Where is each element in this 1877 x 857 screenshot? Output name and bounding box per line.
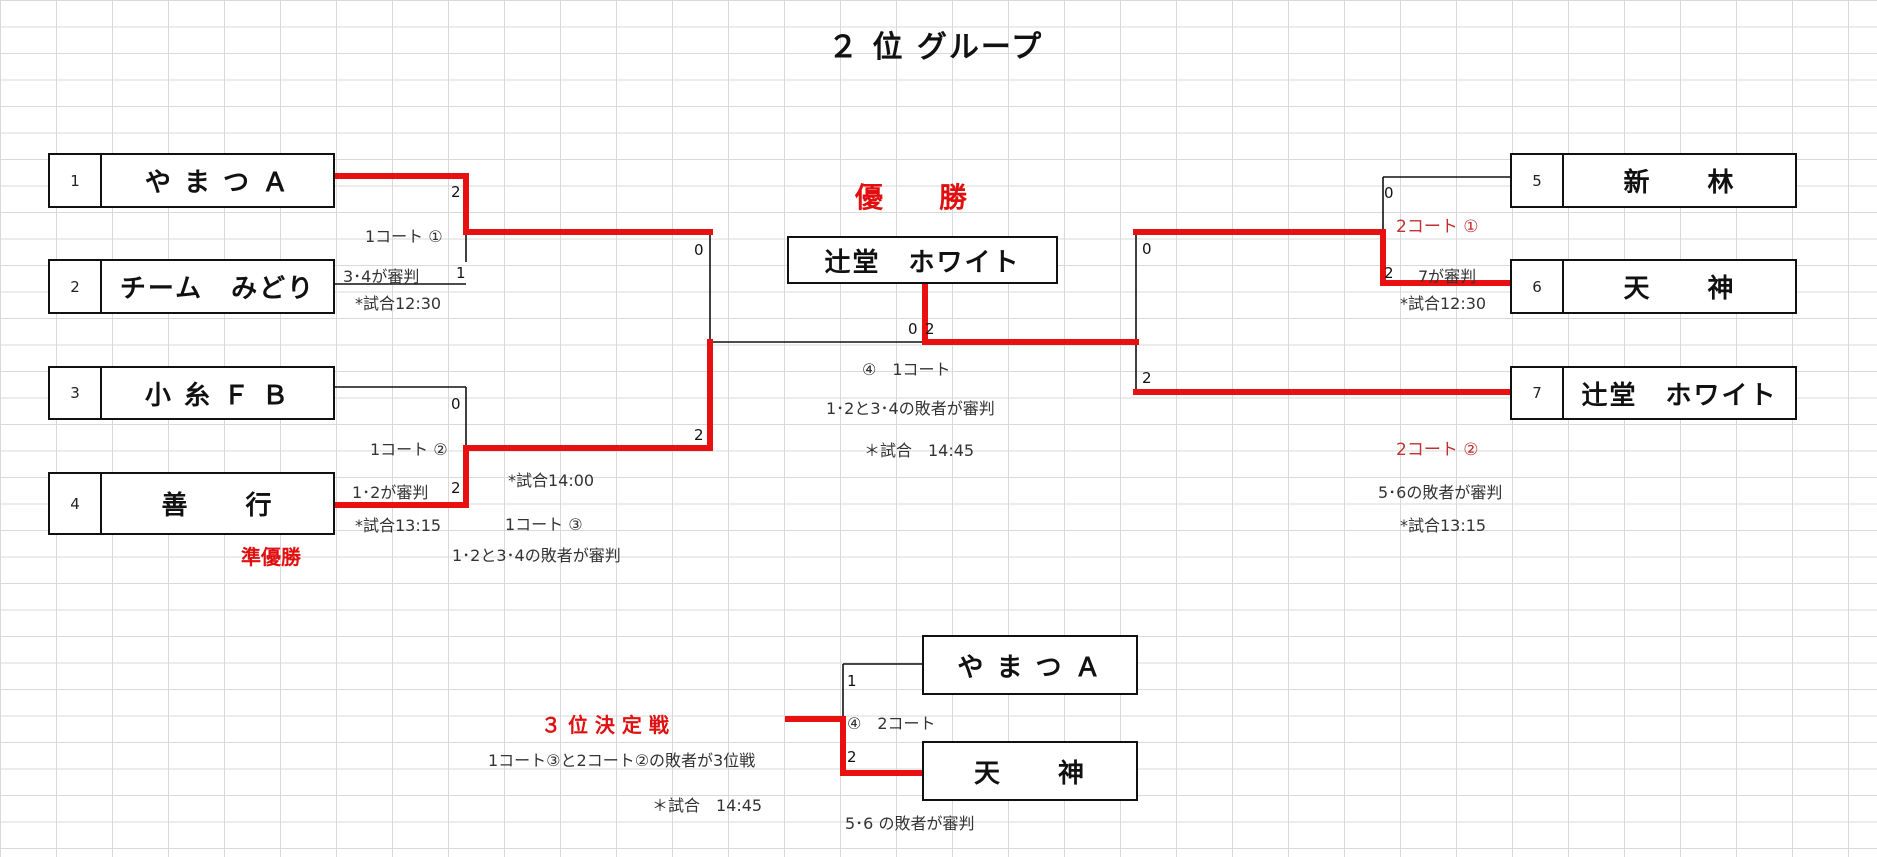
team-name: や ま つ Ａ xyxy=(144,168,291,198)
team-name: 天 神 xyxy=(1623,274,1736,304)
team-name: チーム みどり xyxy=(119,274,316,304)
court-r1: 2コート ① xyxy=(1396,217,1479,237)
time-final: ＊試合 14:45 xyxy=(864,441,975,460)
score-l2-top: 0 xyxy=(451,395,461,413)
win-path-3rd xyxy=(840,716,926,776)
team-box-4: 4 善 行 xyxy=(48,472,335,535)
referee-r1: 7が審判 xyxy=(1418,267,1477,286)
time-l3: *試合14:00 xyxy=(508,471,595,490)
team-name: 辻堂 ホワイト xyxy=(1581,380,1778,411)
court-final: ④ 1コート xyxy=(862,360,951,379)
third-team-box-top: や ま つ Ａ xyxy=(922,635,1138,695)
time-3rd: ＊試合 14:45 xyxy=(652,796,763,815)
team-name: 小 糸 Ｆ Ｂ xyxy=(144,380,291,411)
win-path-l2 xyxy=(335,339,713,508)
court-l1: 1コート ① xyxy=(365,227,443,246)
score-l3-top: 0 xyxy=(694,241,704,259)
team-name: や ま つ Ａ xyxy=(957,652,1103,683)
time-r1: *試合12:30 xyxy=(1400,294,1487,313)
score-final-right: 2 xyxy=(925,320,935,338)
referee-l1: 3･4が審判 xyxy=(343,267,420,286)
score-3rd-bottom: 2 xyxy=(847,748,857,766)
champion-label: 優 勝 xyxy=(855,181,968,214)
team-box-2: 2 チーム みどり xyxy=(48,259,335,314)
runner-up-label: 準優勝 xyxy=(241,545,301,569)
score-l1-bottom: 1 xyxy=(456,264,466,282)
time-l2: *試合13:15 xyxy=(355,516,442,535)
seed-number: 6 xyxy=(1512,261,1564,312)
court-l3: 1コート ③ xyxy=(505,515,583,534)
team-box-1: 1 や ま つ Ａ xyxy=(48,153,335,208)
team-name: 天 神 xyxy=(973,758,1086,789)
score-l3-bottom: 2 xyxy=(694,426,704,444)
score-r2-bottom: 2 xyxy=(1142,369,1152,387)
third-place-note: 1コート③と2コート②の敗者が3位戦 xyxy=(488,751,756,770)
court-3rd: ④ 2コート xyxy=(847,714,936,733)
court-l2: 1コート ② xyxy=(370,440,448,459)
win-path-r1 xyxy=(1133,229,1515,286)
team-name: 新 林 xyxy=(1623,168,1736,198)
time-r2: *試合13:15 xyxy=(1400,516,1487,535)
seed-number: 5 xyxy=(1512,155,1564,206)
win-path-l1 xyxy=(330,173,713,235)
referee-final: 1･2と3･4の敗者が審判 xyxy=(826,399,995,418)
score-l2-bottom: 2 xyxy=(451,479,461,497)
seed-number: 7 xyxy=(1512,368,1564,418)
referee-r2: 5･6の敗者が審判 xyxy=(1378,483,1503,502)
seed-number: 2 xyxy=(50,261,102,312)
time-l1: *試合12:30 xyxy=(355,294,442,313)
team-box-6: 6 天 神 xyxy=(1510,259,1797,314)
court-r2: 2コート ② xyxy=(1396,440,1479,460)
team-box-7: 7 辻堂 ホワイト xyxy=(1510,366,1797,420)
score-r2-top: 0 xyxy=(1142,240,1152,258)
referee-l3: 1･2と3･4の敗者が審判 xyxy=(452,546,621,565)
seed-number: 1 xyxy=(50,155,102,206)
champion-box: 辻堂 ホワイト xyxy=(787,236,1058,284)
score-l1-top: 2 xyxy=(451,183,461,201)
seed-number: 3 xyxy=(50,368,102,418)
page-title: ２ 位 グループ xyxy=(828,30,1044,65)
third-place-label: ３ 位 決 定 戦 xyxy=(541,713,669,737)
team-box-3: 3 小 糸 Ｆ Ｂ xyxy=(48,366,335,420)
champion-name: 辻堂 ホワイト xyxy=(824,247,1021,278)
score-r1-bottom: 2 xyxy=(1384,264,1394,282)
win-path-final xyxy=(922,281,1139,345)
team-box-5: 5 新 林 xyxy=(1510,153,1797,208)
referee-3rd: 5･6 の敗者が審判 xyxy=(845,814,975,833)
score-3rd-top: 1 xyxy=(847,672,857,690)
third-team-box-bottom: 天 神 xyxy=(922,741,1138,801)
score-r1-top: 0 xyxy=(1384,184,1394,202)
seed-number: 4 xyxy=(50,474,102,533)
team-name: 善 行 xyxy=(161,491,274,521)
score-final-left: 0 xyxy=(908,320,918,338)
referee-l2: 1･2が審判 xyxy=(352,483,429,502)
